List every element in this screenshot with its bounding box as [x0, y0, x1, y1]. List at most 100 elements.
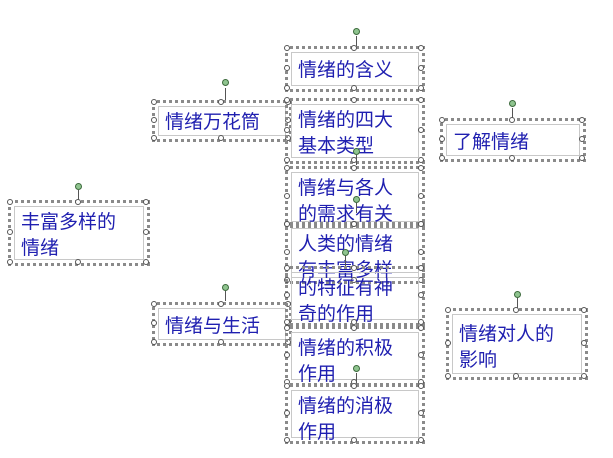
resize-handle-icon[interactable]: [284, 265, 290, 271]
node-positive[interactable]: 情绪的积极 作用: [284, 325, 425, 386]
resize-handle-icon[interactable]: [284, 127, 290, 133]
resize-handle-icon[interactable]: [351, 165, 357, 171]
resize-handle-icon[interactable]: [143, 199, 149, 205]
resize-handle-icon[interactable]: [284, 45, 290, 51]
resize-handle-icon[interactable]: [284, 193, 290, 199]
node-kaleidoscope[interactable]: 情绪万花筒: [151, 99, 292, 142]
node-impact[interactable]: 情绪对人的 影响: [445, 307, 588, 380]
resize-handle-icon[interactable]: [581, 307, 587, 313]
resize-handle-icon[interactable]: [351, 221, 357, 227]
resize-handle-icon[interactable]: [418, 319, 424, 325]
resize-handle-icon[interactable]: [418, 127, 424, 133]
resize-handle-icon[interactable]: [418, 265, 424, 271]
resize-handle-icon[interactable]: [143, 229, 149, 235]
resize-handle-icon[interactable]: [7, 259, 13, 265]
rotate-handle-icon[interactable]: [75, 183, 82, 190]
resize-handle-icon[interactable]: [351, 437, 357, 443]
resize-handle-icon[interactable]: [418, 157, 424, 163]
rotate-handle-icon[interactable]: [342, 249, 349, 256]
resize-handle-icon[interactable]: [151, 320, 157, 326]
resize-handle-icon[interactable]: [218, 99, 224, 105]
resize-handle-icon[interactable]: [418, 249, 424, 255]
node-human-rich[interactable]: 人类的情绪 有丰富多样: [284, 221, 425, 284]
resize-handle-icon[interactable]: [284, 65, 290, 71]
resize-handle-icon[interactable]: [151, 301, 157, 307]
resize-handle-icon[interactable]: [418, 193, 424, 199]
resize-handle-icon[interactable]: [445, 307, 451, 313]
resize-handle-icon[interactable]: [351, 45, 357, 51]
resize-handle-icon[interactable]: [579, 117, 585, 123]
resize-handle-icon[interactable]: [284, 410, 290, 416]
resize-handle-icon[interactable]: [579, 155, 585, 161]
resize-handle-icon[interactable]: [75, 259, 81, 265]
rotate-handle-icon[interactable]: [509, 100, 516, 107]
resize-handle-icon[interactable]: [151, 99, 157, 105]
resize-handle-icon[interactable]: [418, 97, 424, 103]
resize-handle-icon[interactable]: [445, 340, 451, 346]
resize-handle-icon[interactable]: [284, 319, 290, 325]
resize-handle-icon[interactable]: [439, 117, 445, 123]
resize-handle-icon[interactable]: [351, 265, 357, 271]
node-rich-emotions[interactable]: 丰富多样的 情绪: [7, 199, 150, 266]
resize-handle-icon[interactable]: [581, 340, 587, 346]
rotate-handle-icon[interactable]: [222, 79, 229, 86]
resize-handle-icon[interactable]: [284, 325, 290, 331]
resize-handle-icon[interactable]: [284, 292, 290, 298]
resize-handle-icon[interactable]: [151, 339, 157, 345]
resize-handle-icon[interactable]: [418, 221, 424, 227]
resize-handle-icon[interactable]: [284, 249, 290, 255]
rotate-handle-icon[interactable]: [353, 196, 360, 203]
rotate-handle-icon[interactable]: [514, 291, 521, 298]
resize-handle-icon[interactable]: [284, 437, 290, 443]
resize-handle-icon[interactable]: [284, 221, 290, 227]
resize-handle-icon[interactable]: [418, 410, 424, 416]
resize-handle-icon[interactable]: [284, 157, 290, 163]
resize-handle-icon[interactable]: [509, 155, 515, 161]
rotate-handle-icon[interactable]: [353, 28, 360, 35]
resize-handle-icon[interactable]: [351, 97, 357, 103]
resize-handle-icon[interactable]: [284, 85, 290, 91]
resize-handle-icon[interactable]: [351, 383, 357, 389]
resize-handle-icon[interactable]: [284, 383, 290, 389]
resize-handle-icon[interactable]: [218, 339, 224, 345]
resize-handle-icon[interactable]: [439, 155, 445, 161]
rotate-stem: [356, 203, 357, 213]
resize-handle-icon[interactable]: [579, 136, 585, 142]
resize-handle-icon[interactable]: [418, 437, 424, 443]
rotate-handle-icon[interactable]: [353, 365, 360, 372]
resize-handle-icon[interactable]: [418, 45, 424, 51]
node-understand[interactable]: 了解情绪: [439, 117, 586, 162]
resize-handle-icon[interactable]: [151, 135, 157, 141]
resize-handle-icon[interactable]: [218, 301, 224, 307]
resize-handle-icon[interactable]: [351, 277, 357, 283]
resize-handle-icon[interactable]: [351, 325, 357, 331]
resize-handle-icon[interactable]: [351, 319, 357, 325]
resize-handle-icon[interactable]: [284, 97, 290, 103]
resize-handle-icon[interactable]: [284, 352, 290, 358]
resize-handle-icon[interactable]: [513, 307, 519, 313]
resize-handle-icon[interactable]: [418, 65, 424, 71]
node-meaning[interactable]: 情绪的含义: [284, 45, 425, 92]
node-life[interactable]: 情绪与生活: [151, 301, 292, 346]
resize-handle-icon[interactable]: [151, 117, 157, 123]
node-negative[interactable]: 情绪的消极 作用: [284, 383, 425, 444]
resize-handle-icon[interactable]: [513, 373, 519, 379]
resize-handle-icon[interactable]: [351, 85, 357, 91]
resize-handle-icon[interactable]: [218, 135, 224, 141]
rotate-handle-icon[interactable]: [222, 284, 229, 291]
resize-handle-icon[interactable]: [284, 165, 290, 171]
resize-handle-icon[interactable]: [439, 136, 445, 142]
resize-handle-icon[interactable]: [143, 259, 149, 265]
resize-handle-icon[interactable]: [7, 229, 13, 235]
resize-handle-icon[interactable]: [418, 165, 424, 171]
resize-handle-icon[interactable]: [418, 352, 424, 358]
resize-handle-icon[interactable]: [7, 199, 13, 205]
rotate-handle-icon[interactable]: [353, 148, 360, 155]
resize-handle-icon[interactable]: [418, 325, 424, 331]
resize-handle-icon[interactable]: [581, 373, 587, 379]
resize-handle-icon[interactable]: [418, 85, 424, 91]
resize-handle-icon[interactable]: [445, 373, 451, 379]
resize-handle-icon[interactable]: [418, 292, 424, 298]
node-magic[interactable]: 的特征有神 奇的作用: [284, 265, 425, 326]
resize-handle-icon[interactable]: [418, 383, 424, 389]
